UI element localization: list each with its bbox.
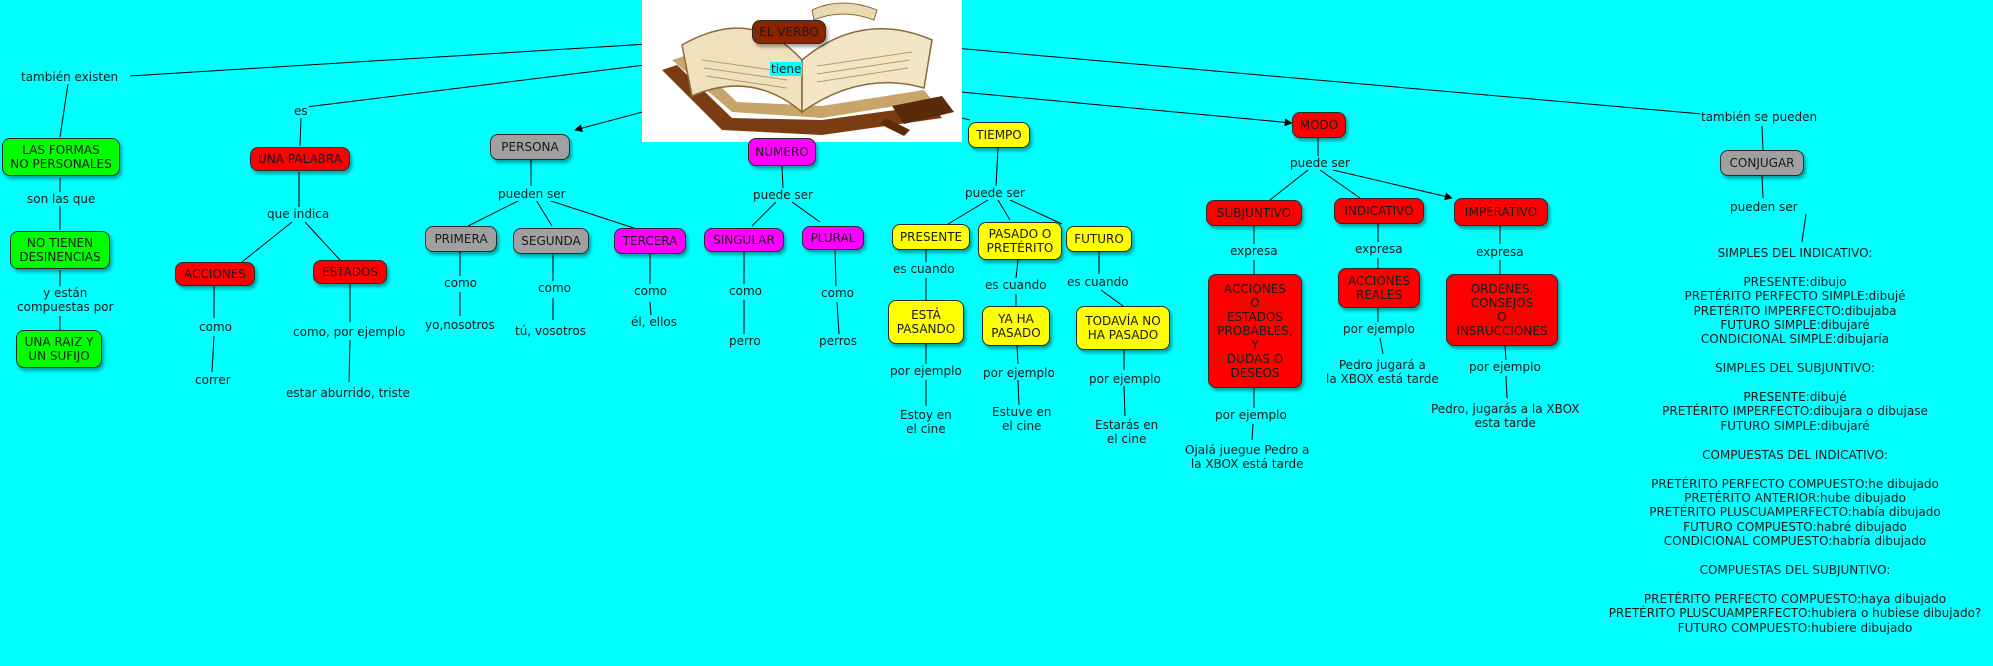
node-segunda[interactable]: SEGUNDA: [513, 228, 589, 254]
label-expresa-subjuntivo: expresa: [1229, 244, 1279, 258]
node-acciones-reales[interactable]: ACCIONES REALES: [1338, 268, 1420, 308]
node-futuro[interactable]: FUTURO: [1066, 226, 1132, 252]
label-como-por-ejemplo: como, por ejemplo: [292, 325, 407, 339]
label-tambien-existen: también existen: [20, 70, 120, 84]
label-tiene: tiene: [770, 62, 803, 76]
label-son-las-que: son las que: [26, 192, 97, 206]
node-esta-pasando[interactable]: ESTÁ PASANDO: [888, 300, 964, 344]
node-imperativo[interactable]: IMPERATIVO: [1454, 198, 1548, 226]
label-pedro-jugaras: Pedro, jugarás a la XBOX esta tarde: [1430, 402, 1581, 430]
label-por-ejemplo-indicativo: por ejemplo: [1342, 322, 1416, 336]
label-como-primera: como: [443, 276, 478, 290]
label-y-estan-compuestas-por: y están compuestas por: [16, 286, 115, 314]
label-que-indica: que indica: [266, 207, 331, 221]
node-ordenes-consejos[interactable]: ÓRDENES, CONSEJOS O INSRUCCIONES: [1446, 274, 1558, 346]
label-perros: perros: [818, 334, 858, 348]
label-estaras-en-el-cine: Estarás en el cine: [1094, 418, 1160, 446]
label-por-ejemplo-futuro: por ejemplo: [1088, 372, 1162, 386]
node-presente[interactable]: PRESENTE: [892, 224, 970, 250]
label-puede-ser-numero: puede ser: [752, 188, 814, 202]
label-como-plural: como: [820, 286, 855, 300]
label-yo-nosotros: yo,nosotros: [424, 318, 496, 332]
label-como-tercera: como: [633, 284, 668, 298]
node-primera[interactable]: PRIMERA: [425, 226, 497, 252]
node-subjuntivo[interactable]: SUBJUNTIVO: [1206, 200, 1302, 226]
node-tiempo[interactable]: TIEMPO: [968, 122, 1030, 148]
label-correr: correr: [194, 373, 232, 387]
label-puede-ser-tiempo: puede ser: [964, 186, 1026, 200]
label-es: es: [293, 104, 309, 118]
node-ya-ha-pasado[interactable]: YA HA PASADO: [982, 306, 1050, 346]
label-pueden-ser-persona: pueden ser: [497, 187, 567, 201]
label-es-cuando-pasado: es cuando: [984, 278, 1048, 292]
node-estados[interactable]: ESTADOS: [313, 260, 387, 284]
node-indicativo[interactable]: INDICATIVO: [1334, 198, 1424, 224]
label-por-ejemplo-imperativo: por ejemplo: [1468, 360, 1542, 374]
node-una-palabra[interactable]: UNA PALABRA: [250, 147, 350, 171]
conjugation-list: SIMPLES DEL INDICATIVO: PRESENTE:dibujo …: [1600, 246, 1990, 635]
node-formas-no-personales[interactable]: LAS FORMAS NO PERSONALES: [2, 138, 120, 176]
node-singular[interactable]: SINGULAR: [704, 228, 784, 252]
label-expresa-indicativo: expresa: [1354, 242, 1404, 256]
label-perro: perro: [728, 334, 762, 348]
label-es-cuando-futuro: es cuando: [1066, 275, 1130, 289]
node-conjugar[interactable]: CONJUGAR: [1720, 150, 1804, 176]
label-puede-ser-modo: puede ser: [1289, 156, 1351, 170]
node-el-verbo[interactable]: EL VERBO: [752, 20, 826, 44]
label-tu-vosotros: tú, vosotros: [514, 324, 587, 338]
node-tercera[interactable]: TERCERA: [614, 228, 686, 254]
label-pueden-ser-conjugar: pueden ser: [1729, 200, 1799, 214]
label-estuve-en-el-cine: Estuve en el cine: [991, 405, 1053, 433]
label-como-acciones: como: [198, 320, 233, 334]
node-no-tienen-desinencias[interactable]: NO TIENEN DESINENCIAS: [10, 231, 110, 269]
node-numero[interactable]: NÚMERO: [748, 138, 816, 166]
label-ojala: Ojalá juegue Pedro a la XBOX está tarde: [1184, 443, 1311, 471]
node-acciones[interactable]: ACCIONES: [175, 262, 255, 286]
label-por-ejemplo-subjuntivo: por ejemplo: [1214, 408, 1288, 422]
label-como-segunda: como: [537, 281, 572, 295]
node-acciones-o-estados[interactable]: ACCIONES O ESTADOS PROBABLES, Y DUDAS O …: [1208, 274, 1302, 388]
label-por-ejemplo-pasado: por ejemplo: [982, 366, 1056, 380]
node-pasado-o-preterito[interactable]: PASADO O PRETÉRITO: [978, 222, 1062, 260]
label-expresa-imperativo: expresa: [1475, 245, 1525, 259]
label-como-singular: como: [728, 284, 763, 298]
label-estoy-en-el-cine: Estoy en el cine: [899, 408, 953, 436]
node-todavia-no-ha-pasado[interactable]: TODAVÍA NO HA PASADO: [1076, 306, 1170, 350]
label-el-ellos: él, ellos: [630, 315, 678, 329]
node-modo[interactable]: MODO: [1292, 112, 1346, 138]
label-estar-aburrido: estar aburrido, triste: [285, 386, 411, 400]
label-es-cuando-presente: es cuando: [892, 262, 956, 276]
label-tambien-se-pueden: también se pueden: [1700, 110, 1819, 124]
label-pedro-jugara: Pedro jugará a la XBOX está tarde: [1325, 358, 1440, 386]
node-plural[interactable]: PLURAL: [802, 226, 864, 250]
label-por-ejemplo-presente: por ejemplo: [889, 364, 963, 378]
node-una-raiz-y-un-sufijo[interactable]: UNA RAIZ Y UN SUFIJO: [16, 330, 102, 368]
node-persona[interactable]: PERSONA: [490, 134, 570, 160]
